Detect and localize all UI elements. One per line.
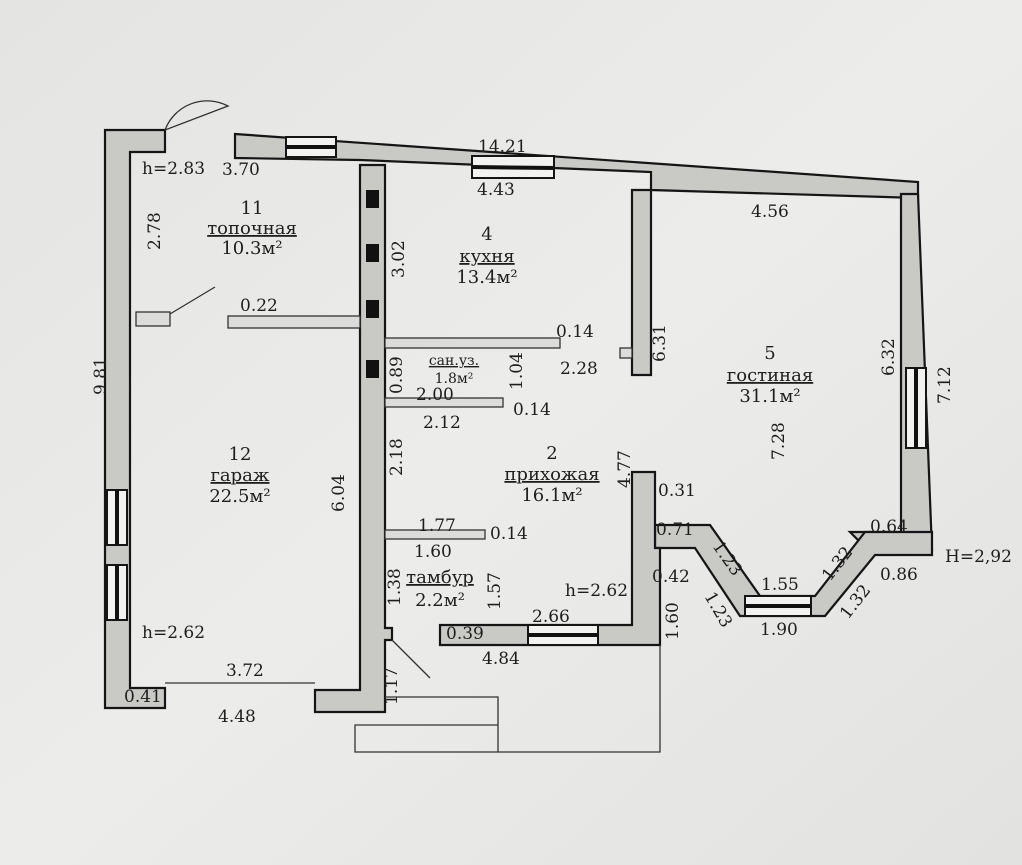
door-icon (391, 639, 431, 679)
dimension-label: 0.89 (387, 356, 407, 394)
dimension-label: 2.28 (560, 359, 598, 379)
dimension-label: 0.22 (240, 296, 278, 316)
room-hall: 2 прихожая 16.1м² (504, 443, 599, 506)
dimension-label: 2.66 (532, 607, 570, 627)
windows (106, 136, 927, 646)
dimension-label: 4.84 (482, 649, 520, 669)
porch-steps (354, 696, 499, 753)
dimension-label: 0.42 (652, 567, 690, 587)
room-area: 16.1м² (521, 485, 582, 506)
dimension-label: 1.60 (414, 542, 452, 562)
porch-outline (498, 645, 661, 753)
dimension-label: 7.28 (769, 422, 789, 460)
dimension-label: 4.43 (477, 180, 515, 200)
dimension-label: 7.12 (935, 366, 955, 404)
room-number: 5 (764, 343, 775, 364)
room-name: кухня (459, 246, 514, 267)
dimension-label: 1.55 (761, 575, 799, 595)
dimension-label: 1.04 (507, 352, 527, 390)
dimension-label: 3.70 (222, 160, 260, 180)
wall-boiler-partition (227, 315, 361, 329)
dimension-label: 6.04 (329, 474, 349, 512)
room-name: гараж (211, 465, 270, 486)
dimension-label: 1.90 (760, 620, 798, 640)
room-boiler: 11 топочная 10.3м² (207, 198, 297, 259)
dimension-label: 1.57 (485, 572, 505, 610)
ceiling-height: h=2.83 (142, 159, 205, 179)
vent-icon (366, 300, 379, 318)
room-area: 10.3м² (221, 238, 282, 259)
room-living: 5 гостиная 31.1м² (727, 343, 813, 407)
dimension-label: 0.31 (658, 481, 696, 501)
dimension-label: 4.77 (615, 450, 635, 488)
dimension-label: 2.78 (145, 212, 165, 250)
dimension-label: 3.72 (226, 661, 264, 681)
doors-and-porch (164, 100, 661, 753)
room-name: тамбур (406, 567, 474, 588)
vent-icon (366, 190, 379, 208)
room-area: 1.8м² (435, 371, 474, 387)
room-name: сан.уз. (429, 353, 479, 369)
wall-wc-top (384, 337, 561, 349)
wall-vestibule (384, 529, 486, 540)
dimension-label: 0.71 (656, 520, 694, 540)
room-name: прихожая (504, 464, 599, 485)
dimension-label: 2.18 (387, 438, 407, 476)
wall-wc-bottom (384, 397, 504, 408)
dimension-label: 2.12 (423, 413, 461, 433)
dimension-label: 3.02 (389, 240, 409, 278)
chimney-vents (366, 190, 379, 378)
dimensions: 14.21 3.70 4.43 4.56 9.81 2.78 3.02 0.22… (91, 137, 955, 727)
dimension-label: 14.21 (478, 137, 527, 157)
room-vestibule: тамбур 2.2м² (406, 567, 474, 611)
dimension-label: 4.56 (751, 202, 789, 222)
dimension-label: 0.14 (490, 524, 528, 544)
wall-boiler-stub (135, 311, 171, 327)
dimension-label: 1.17 (382, 667, 402, 705)
dimension-label: 0.14 (513, 400, 551, 420)
ceiling-height: h=2.62 (565, 581, 628, 601)
room-area: 2.2м² (415, 590, 465, 611)
room-number: 12 (229, 444, 252, 465)
ceiling-height: H=2,92 (945, 547, 1012, 567)
dimension-label: 0.86 (880, 565, 918, 585)
room-number: 11 (241, 198, 264, 219)
ceiling-height: h=2.62 (142, 623, 205, 643)
room-name: гостиная (727, 365, 813, 386)
wall-living-stub (619, 347, 633, 359)
dimension-label: 4.48 (218, 707, 256, 727)
door-icon (169, 286, 216, 315)
room-name: топочная (207, 218, 297, 239)
room-wc: сан.уз. 1.8м² (429, 353, 479, 387)
wall-left (103, 128, 167, 710)
dimension-label: 1.38 (385, 568, 405, 606)
room-number: 2 (546, 443, 557, 464)
dimension-label: 0.14 (556, 322, 594, 342)
room-area: 22.5м² (209, 486, 270, 507)
dimension-label: 9.81 (91, 357, 111, 395)
dimension-label: 6.31 (650, 324, 670, 362)
room-number: 4 (481, 224, 492, 245)
room-kitchen: 4 кухня 13.4м² (456, 224, 517, 288)
wall-top (233, 132, 920, 200)
room-area: 31.1м² (739, 386, 800, 407)
vent-icon (366, 360, 379, 378)
room-garage: 12 гараж 22.5м² (209, 444, 270, 507)
dimension-label: 1.77 (418, 516, 456, 536)
dimension-label: 0.41 (124, 687, 162, 707)
dimension-label: 2.00 (416, 385, 454, 405)
dimension-label: 0.39 (446, 624, 484, 644)
vent-icon (366, 244, 379, 262)
dimension-label: 6.32 (879, 338, 899, 376)
room-area: 13.4м² (456, 267, 517, 288)
dimension-label: 0.64 (870, 517, 908, 537)
door-swing-icon (164, 100, 230, 131)
wall-kitchen-living (630, 188, 653, 377)
dimension-label: 1.60 (663, 602, 683, 640)
